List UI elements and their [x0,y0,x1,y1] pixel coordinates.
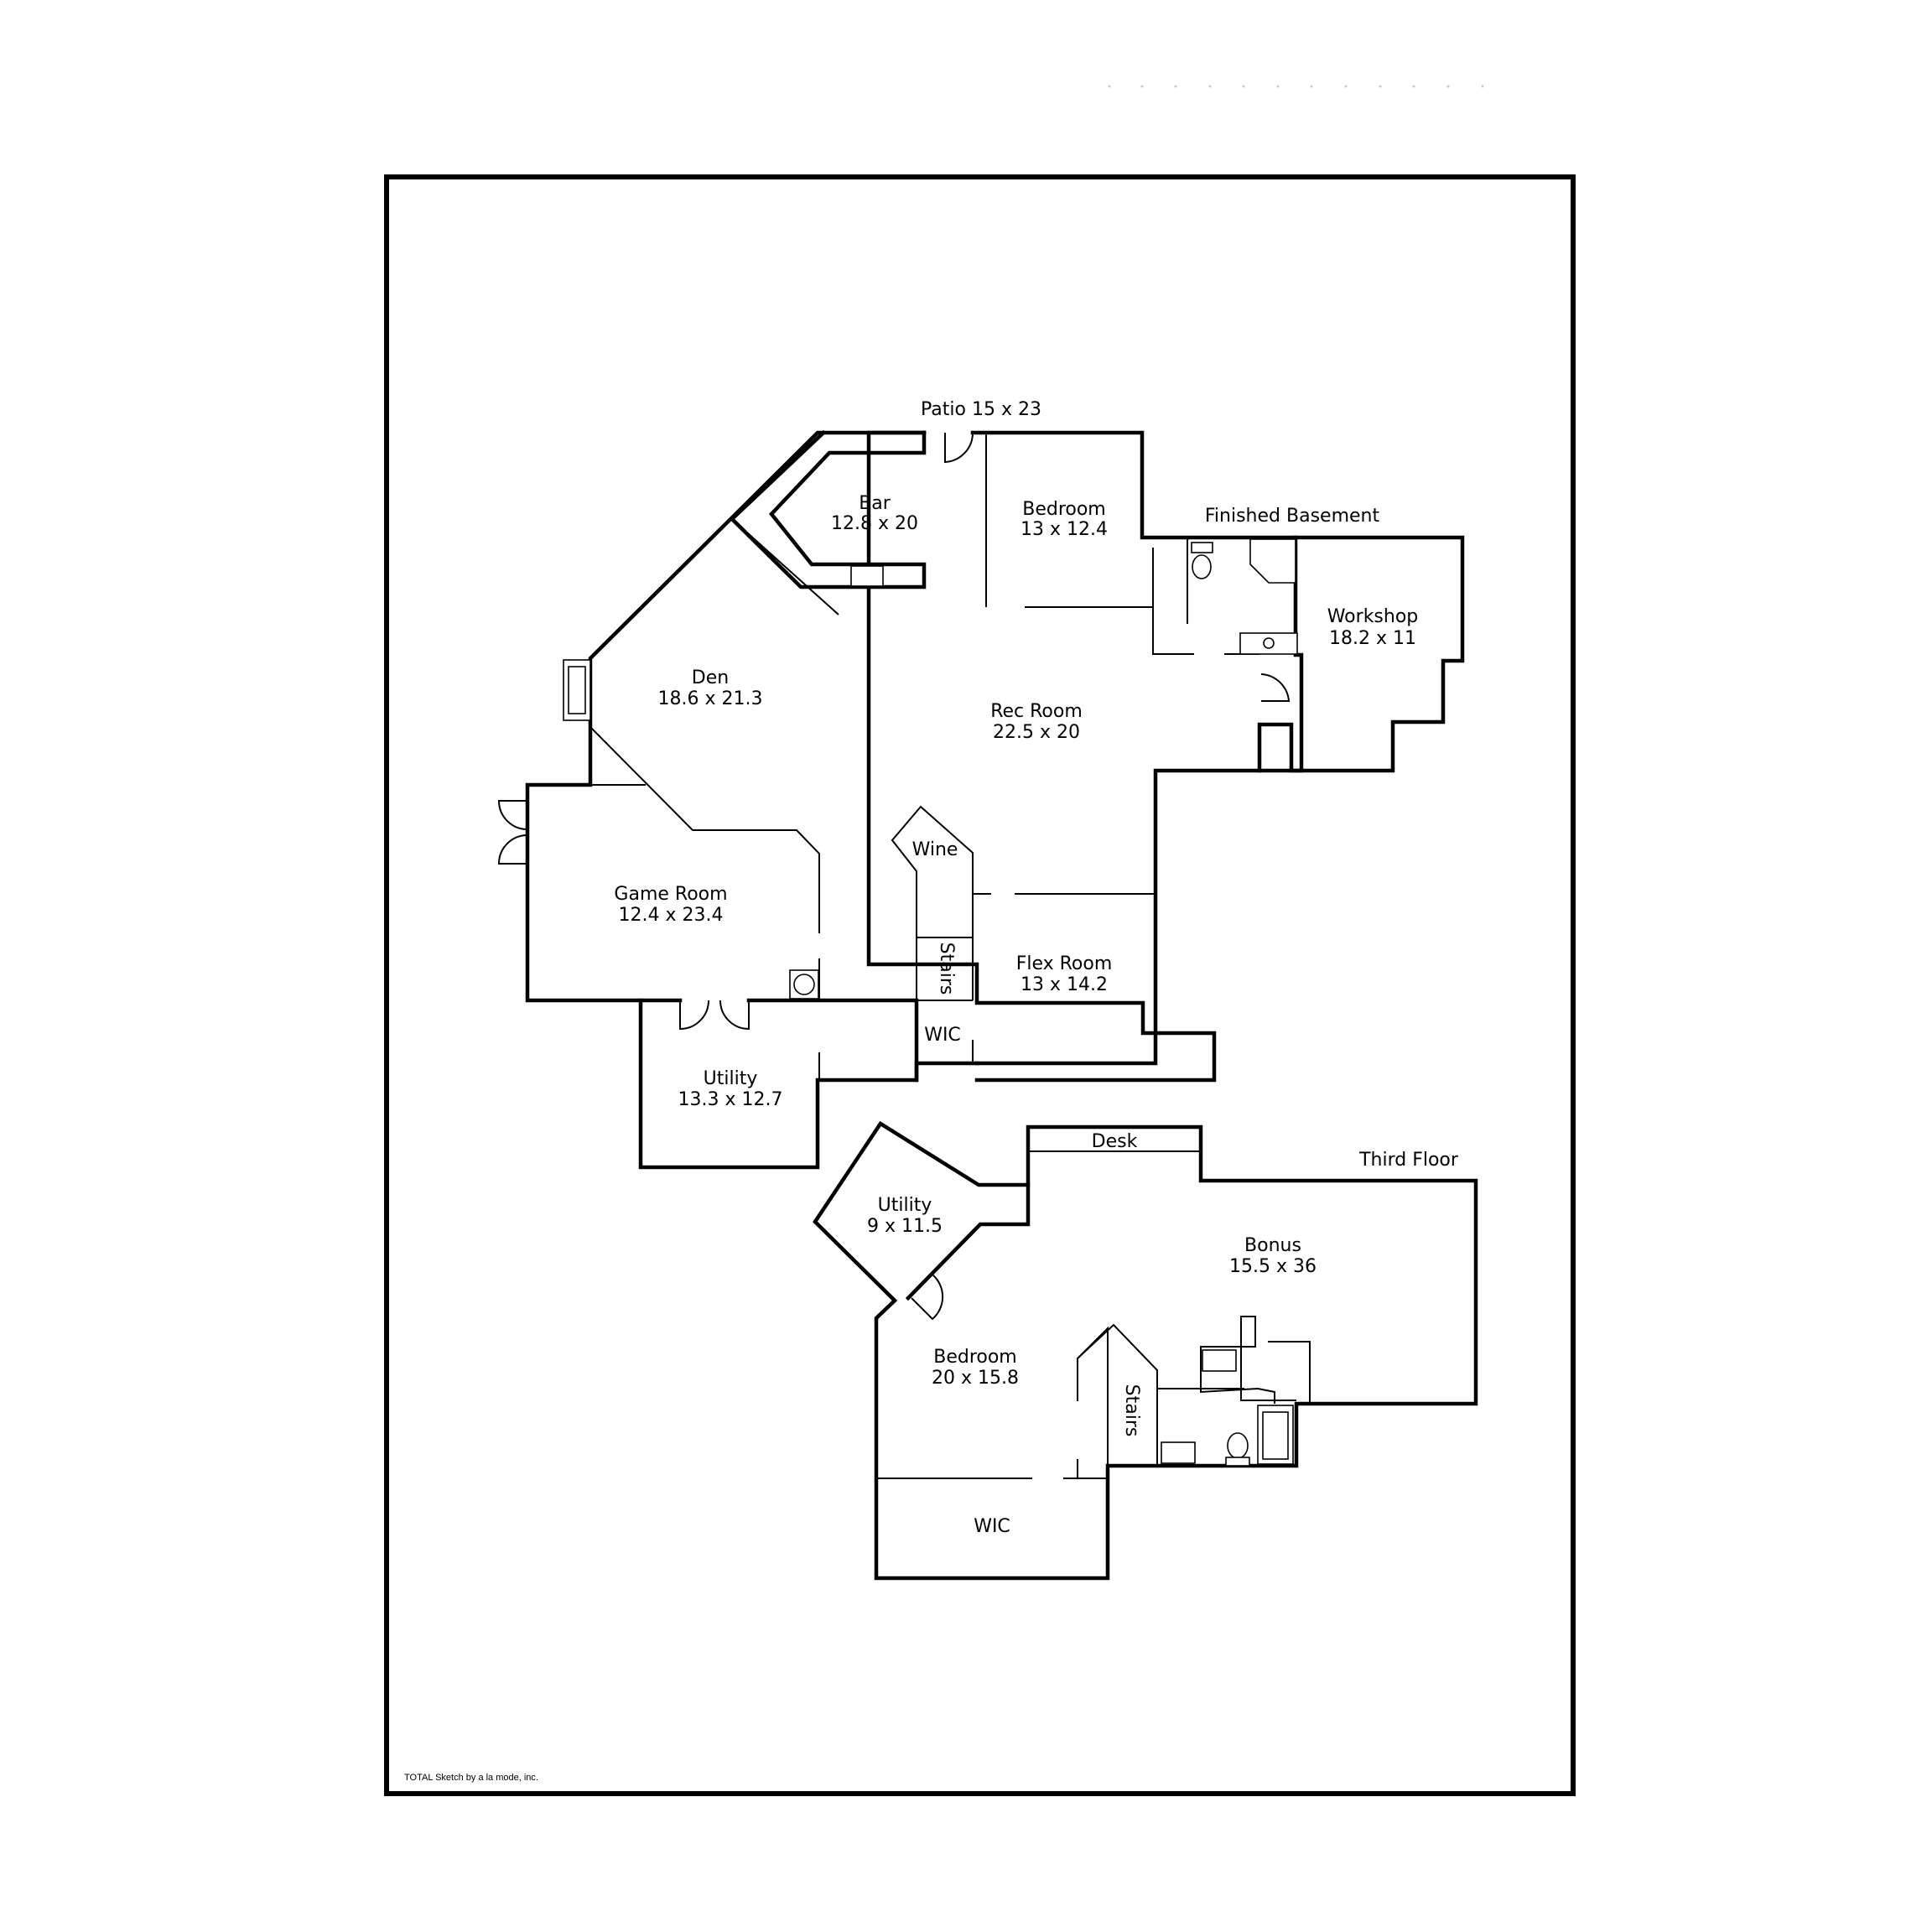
utility-upper-name: Utility [878,1195,932,1216]
bonus-dims: 15.5 x 36 [1229,1256,1317,1277]
utility-upper-wall [905,1182,1031,1301]
third-floor-plan [813,1120,1478,1581]
stairs-upper-walls [1077,1326,1109,1466]
game-room-name: Game Room [614,884,727,905]
utility-upper-door [911,1274,944,1321]
utility-basement-dims: 13.3 x 12.7 [678,1089,783,1110]
bathtub-inner [1262,1411,1289,1460]
basement-toilet-tank [1191,542,1213,553]
workshop-dims: 18.2 x 11 [1329,628,1416,649]
utility-basement-name: Utility [704,1068,758,1089]
den-dims: 18.6 x 21.3 [658,688,763,709]
bar-name: Bar [859,493,891,514]
game-utility-wall-2 [746,998,919,1083]
upper-toilet [1227,1432,1249,1459]
rec-room-dims: 22.5 x 20 [993,722,1080,743]
bedroom-upper-name: Bedroom [933,1347,1017,1368]
basement-bath-walls [1152,548,1194,655]
page-border [384,174,1576,1796]
labels: Patio 15 x 23 Finished Basement Bar 12.8… [404,399,1459,1783]
bedroom-basement-dims: 13 x 12.4 [1021,519,1108,540]
header-dots [1108,85,1484,88]
fireplace-inner [568,666,586,714]
basement-main-wall [525,430,979,1170]
bedroom-upper-dims: 20 x 15.8 [932,1368,1019,1389]
rec-room-name: Rec Room [990,701,1083,722]
patio-door [944,432,974,464]
utility-double-door [679,1000,750,1031]
bedroom-basement-name: Bedroom [1022,499,1106,520]
bonus-name: Bonus [1244,1235,1301,1256]
flex-room-dims: 13 x 14.2 [1021,974,1108,995]
patio-label: Patio 15 x 23 [921,399,1041,420]
basement-toilet [1192,554,1212,579]
basement-shower [1249,538,1296,584]
wic-upper-label: WIC [974,1516,1010,1537]
third-floor-outer-wall [813,1120,1478,1581]
wine-cellar-walls [891,805,974,1000]
third-floor-label: Third Floor [1358,1150,1459,1171]
workshop-name: Workshop [1327,606,1419,627]
game-room-dims: 12.4 x 23.4 [619,905,724,926]
workshop-door [1260,673,1291,702]
bar-sink [850,565,884,587]
upper-vanity-2 [1161,1441,1196,1464]
bath-linen [1268,1341,1311,1404]
upper-vanity-1 [1202,1349,1237,1372]
stairs-upper-diag [1078,1323,1158,1466]
basement-plan [497,429,1465,1170]
wine-label: Wine [912,839,958,860]
den-bar-divider [731,518,839,615]
den-name: Den [692,667,729,688]
water-heater-tank [793,974,815,995]
bath-upper-walls-2 [1200,1348,1275,1404]
wic-basement-label: WIC [924,1025,961,1046]
basement-floor-label: Finished Basement [1205,506,1380,527]
stairs-upper-label: Stairs [1121,1384,1142,1437]
bar-dims: 12.8 x 20 [831,513,918,534]
basement-outer-wall [866,430,1217,1083]
bar-counter [729,429,927,589]
game-room-double-door [497,800,528,865]
den-game-divider [589,726,820,933]
utility-upper-dims: 9 x 11.5 [867,1216,943,1237]
stairs-basement-label: Stairs [936,943,957,995]
credit-text: TOTAL Sketch by a la mode, inc. [404,1773,538,1783]
desk-label: Desk [1092,1131,1138,1152]
vanity-basin [1263,637,1275,649]
workshop-wall [1257,535,1465,773]
flex-room-name: Flex Room [1016,953,1113,974]
upper-toilet-tank [1225,1457,1250,1467]
